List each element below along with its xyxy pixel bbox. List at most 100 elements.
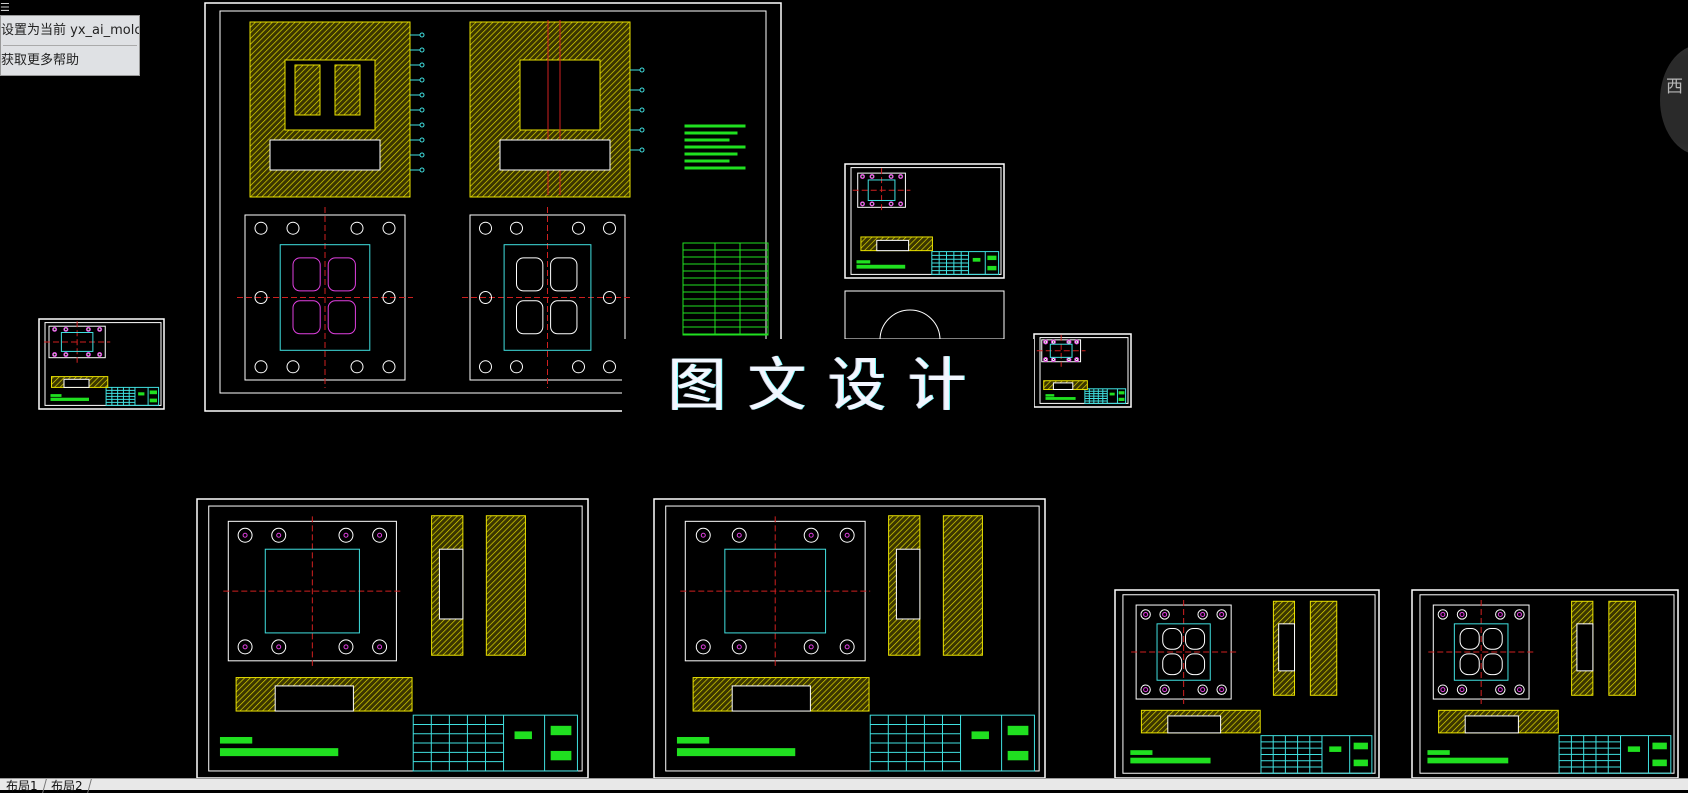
balloon xyxy=(419,62,425,68)
balloon xyxy=(419,32,425,38)
technical-notes-mark xyxy=(856,260,871,264)
hole-center xyxy=(1516,687,1522,693)
bolt-hole xyxy=(1197,684,1208,695)
window-menu-icon[interactable]: ☰ xyxy=(0,1,10,14)
balloon xyxy=(639,107,645,113)
bolt-hole xyxy=(731,639,747,655)
title-text-mark xyxy=(1652,742,1667,750)
cavity xyxy=(1162,628,1183,650)
core-insert xyxy=(334,64,361,116)
hole-center xyxy=(1459,611,1465,617)
bolt-hole xyxy=(1075,357,1079,362)
bottom-section-cutout xyxy=(1052,382,1074,390)
technical-notes-mark xyxy=(219,736,253,744)
hole-center xyxy=(343,532,349,538)
bolt-hole xyxy=(1140,684,1151,695)
tab-layout2[interactable]: 布局2 xyxy=(42,779,92,793)
bolt-hole xyxy=(1216,609,1227,620)
cavity xyxy=(550,300,578,335)
cavity xyxy=(516,300,544,335)
hole-center xyxy=(1200,611,1206,617)
balloon xyxy=(419,152,425,158)
hole-center xyxy=(377,644,383,650)
bolt-hole xyxy=(1216,684,1227,695)
ejector-space xyxy=(269,139,381,171)
hole-center xyxy=(242,644,248,650)
technical-note-line xyxy=(684,138,730,142)
title-text-mark xyxy=(149,390,157,395)
balloon xyxy=(419,77,425,83)
title-text-mark xyxy=(550,725,572,736)
bottom-section-cutout xyxy=(274,685,354,712)
bolt-hole xyxy=(271,527,287,543)
balloon xyxy=(639,87,645,93)
bolt-hole xyxy=(350,221,364,235)
title-text-mark xyxy=(138,392,145,396)
bolt-hole xyxy=(695,639,711,655)
title-text-mark xyxy=(1118,391,1125,395)
title-text-mark xyxy=(987,265,997,271)
section-cutout xyxy=(1576,623,1594,672)
cavity xyxy=(550,257,578,292)
bolt-hole xyxy=(1437,609,1449,620)
bolt-hole xyxy=(254,291,268,304)
bolt-hole xyxy=(1044,340,1048,344)
menu-item-set-current[interactable]: 设置为当前 yx_ai_molc xyxy=(1,23,139,38)
hole-center xyxy=(700,644,706,650)
hole-center xyxy=(52,326,58,332)
technical-note-line xyxy=(684,124,746,128)
title-text-mark xyxy=(1627,746,1641,752)
hole-center xyxy=(97,352,103,358)
balloon xyxy=(419,92,425,98)
title-text-mark xyxy=(514,731,532,740)
balloon xyxy=(639,127,645,133)
hole-center xyxy=(859,174,865,180)
drawing-sheet-border xyxy=(844,163,1005,279)
hole-center xyxy=(343,644,349,650)
tab-layout1[interactable]: 布局1 xyxy=(0,779,47,793)
bolt-hole xyxy=(382,360,396,374)
drawing-sheet-border xyxy=(1033,333,1132,408)
bolt-hole xyxy=(1140,609,1151,620)
bolt-hole xyxy=(479,221,492,235)
bolt-hole xyxy=(839,639,855,655)
drawing-inner-frame xyxy=(665,505,1040,772)
bolt-hole xyxy=(1159,609,1170,620)
bolt-hole xyxy=(1051,357,1055,362)
technical-notes-mark xyxy=(676,736,710,744)
technical-note-line xyxy=(684,152,738,156)
watermark: 图文设计 xyxy=(622,339,1034,431)
bolt-hole xyxy=(1075,340,1079,344)
hole-center xyxy=(898,174,904,180)
technical-notes-mark xyxy=(50,394,62,397)
bolt-hole xyxy=(237,639,253,655)
hole-center xyxy=(1143,611,1149,617)
cavity-outline xyxy=(264,548,360,634)
cavity xyxy=(1459,653,1480,676)
drawing-inner-frame xyxy=(208,505,583,772)
cavity-outline xyxy=(60,332,94,352)
bolt-hole xyxy=(1456,684,1468,695)
technical-notes-mark xyxy=(219,748,339,757)
hole-center xyxy=(1043,357,1049,363)
bolt-hole xyxy=(1495,609,1506,620)
bolt-hole xyxy=(1067,357,1071,362)
cavity xyxy=(1185,628,1206,650)
hole-center xyxy=(1074,357,1080,363)
bolt-hole xyxy=(254,221,268,235)
hole-center xyxy=(808,532,814,538)
hole-center xyxy=(700,532,706,538)
bolt-hole xyxy=(1159,684,1170,695)
title-text-mark xyxy=(971,731,989,740)
menu-item-more-help[interactable]: 获取更多帮助 xyxy=(1,53,80,68)
drawing-inner-frame xyxy=(1419,594,1675,774)
cavity-outline xyxy=(1156,623,1211,681)
hole-center xyxy=(736,644,742,650)
bolt-hole xyxy=(350,360,364,374)
bolt-hole xyxy=(338,639,354,655)
cavity-outline xyxy=(1049,343,1073,358)
bolt-hole xyxy=(479,360,492,374)
bolt-hole xyxy=(1514,609,1525,620)
